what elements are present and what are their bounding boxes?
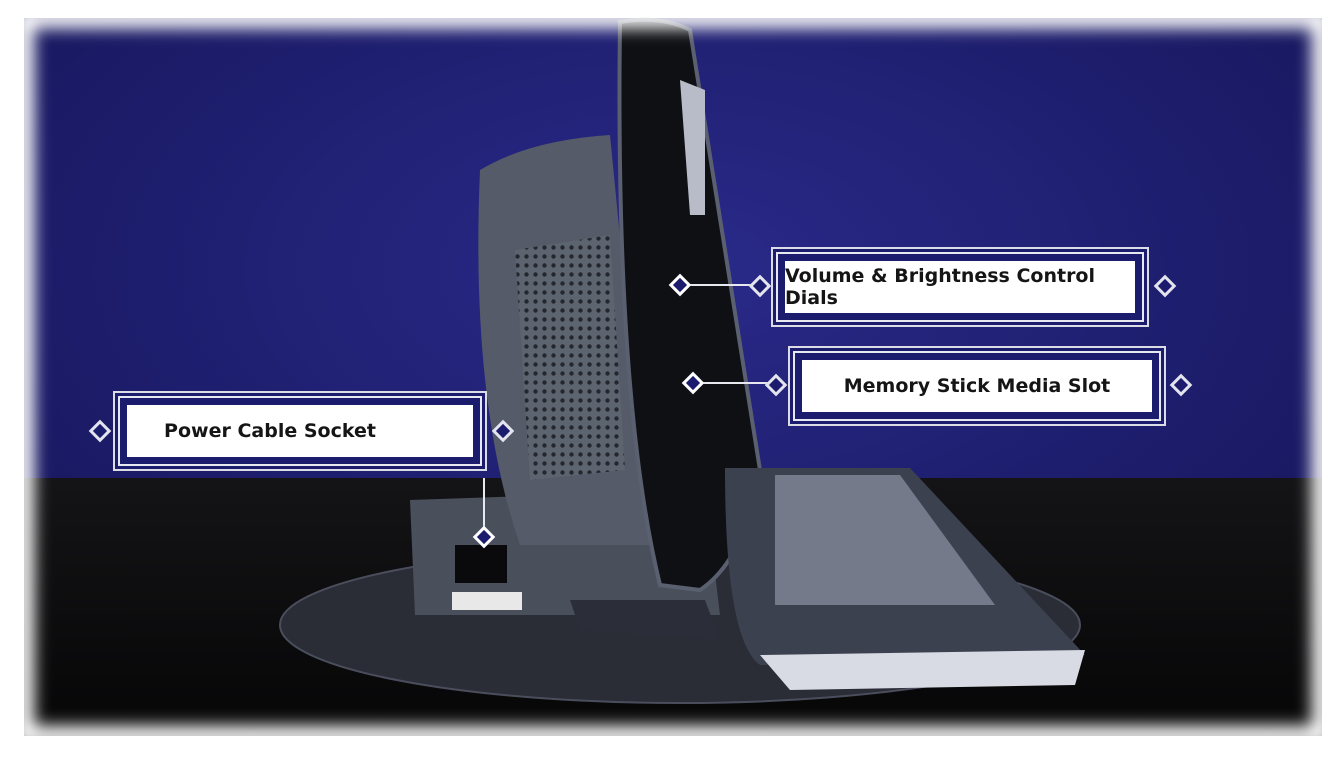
barcode-sticker [452,592,522,610]
memory-stick-label: Memory Stick Media Slot [793,351,1161,421]
power-callout-line [483,478,485,530]
volume-brightness-label: Volume & Brightness Control Dials [776,252,1144,322]
power-socket-label-text: Power Cable Socket [164,420,376,442]
power-socket-label: Power Cable Socket [118,396,482,466]
memory-stick-label-text: Memory Stick Media Slot [843,375,1111,397]
speaker-grille [515,235,625,480]
power-socket [455,545,507,583]
keyboard-front [760,650,1085,690]
volume-callout-line [688,284,768,286]
volume-brightness-label-text: Volume & Brightness Control Dials [785,265,1096,309]
computer [410,17,1085,690]
memory-callout-line [701,382,783,384]
